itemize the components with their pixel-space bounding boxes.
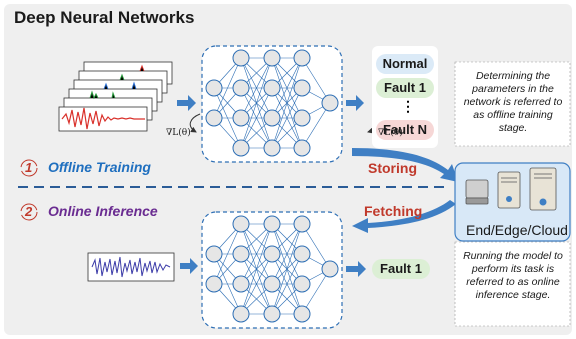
output-fault-n: Fault N <box>376 120 434 140</box>
gradient-label-right: ∇L(θ) <box>378 128 403 138</box>
diagram-title: Deep Neural Networks <box>14 8 195 27</box>
online-note: Running the model to perform its task is… <box>463 250 563 301</box>
offline-note: Determining the parameters in the networ… <box>463 70 563 134</box>
stage-2-badge <box>20 203 38 221</box>
gradient-arrow-left <box>189 113 201 133</box>
output-fault-1: Fault 1 <box>376 78 434 98</box>
network-top <box>201 45 343 163</box>
output-normal: Normal <box>376 54 434 74</box>
fetching-label: Fetching <box>364 203 423 219</box>
note-box-offline <box>454 61 571 147</box>
online-stage-number: 2 <box>25 204 33 219</box>
output-ellipsis: ⋮ <box>401 98 415 114</box>
input-arrow-top <box>177 95 196 111</box>
input-signal-online <box>87 252 175 282</box>
offline-stage-label: Offline Training <box>48 159 151 175</box>
output-arrow-top <box>346 95 364 111</box>
note-box-online <box>454 241 571 327</box>
offline-stage-number: 1 <box>25 160 33 175</box>
online-stage-label: Online Inference <box>48 203 158 219</box>
input-signals <box>58 61 173 132</box>
network-bottom <box>201 211 343 329</box>
server-icon <box>465 167 557 211</box>
deployment-box <box>454 162 571 242</box>
storing-arrow <box>352 148 458 182</box>
inference-result: Fault 1 <box>372 259 430 279</box>
deployment-label: End/Edge/Cloud <box>466 222 568 238</box>
input-arrow-bottom <box>180 258 198 274</box>
stage-1-badge <box>20 159 38 177</box>
fetching-arrow <box>352 200 456 233</box>
storing-label: Storing <box>368 160 417 176</box>
gradient-label-left: ∇L(θ) <box>166 128 191 138</box>
output-arrow-bottom <box>346 261 366 277</box>
